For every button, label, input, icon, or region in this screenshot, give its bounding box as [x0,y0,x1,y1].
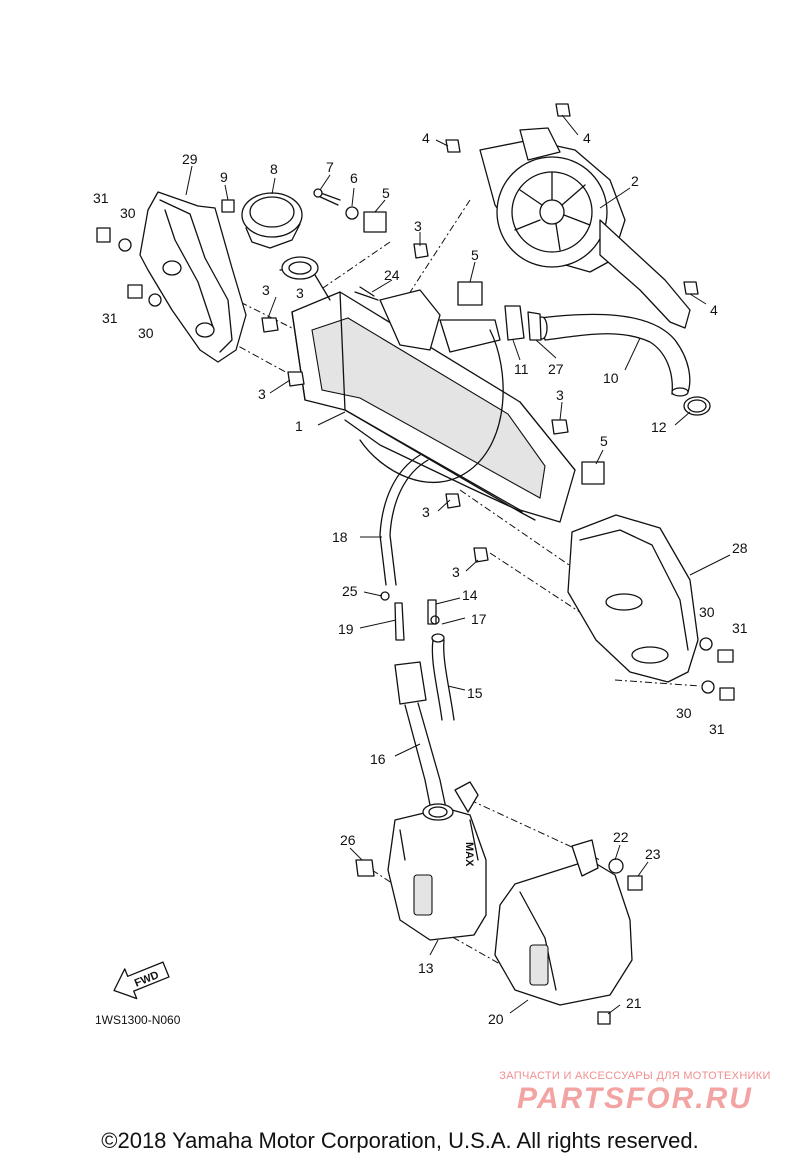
callout-20: 20 [488,1011,504,1027]
diagram-code: 1WS1300-N060 [95,1013,181,1027]
callout-4: 4 [583,130,591,146]
callout-5: 5 [600,433,608,449]
left-shroud [139,191,247,363]
callout-3: 3 [258,386,266,402]
callout-15: 15 [467,685,483,701]
watermark-tagline: ЗАПЧАСТИ И АКСЕССУАРЫ ДЛЯ МОТОТЕХНИКИ [499,1070,771,1082]
cooling-fan [479,127,691,329]
copyright-notice: ©2018 Yamaha Motor Corporation, U.S.A. A… [101,1128,699,1153]
callout-2: 2 [631,173,639,189]
callout-30: 30 [699,604,715,620]
callout-30: 30 [138,325,154,341]
callout-30: 30 [120,205,136,221]
callout-16: 16 [370,751,386,767]
overflow-hoses [379,454,455,821]
callout-8: 8 [270,161,278,177]
callout-27: 27 [548,361,564,377]
callout-5: 5 [471,247,479,263]
callout-3: 3 [556,387,564,403]
callout-21: 21 [626,995,642,1011]
callout-11: 11 [514,361,529,377]
callout-7: 7 [326,159,334,175]
watermark-logo: PARTSFOR.RU [517,1082,753,1115]
callout-6: 6 [350,170,358,186]
reservoir-tank: MAX [387,781,487,941]
callout-28: 28 [732,540,748,556]
callout-24: 24 [384,267,400,283]
callout-4: 4 [710,302,718,318]
hardware [96,103,735,1025]
callout-1: 1 [295,418,303,434]
right-shroud [567,514,699,683]
callout-29: 29 [182,151,198,167]
callout-9: 9 [220,169,228,185]
tank-cover [494,839,633,1006]
callout-31: 31 [709,721,725,737]
callout-22: 22 [613,829,629,845]
radiator [279,269,576,523]
callout-31: 31 [102,310,118,326]
callout-13: 13 [418,960,434,976]
callout-3: 3 [296,285,304,301]
callout-3: 3 [262,282,270,298]
forward-arrow: FWD [113,961,170,1000]
callout-10: 10 [603,370,619,386]
callout-labels: 1 2 3 3 3 3 3 3 3 4 4 4 5 5 5 6 7 8 9 10… [93,130,748,1027]
callout-17: 17 [471,611,487,627]
callout-25: 25 [342,583,358,599]
callout-3: 3 [452,564,460,580]
callout-3: 3 [414,218,422,234]
tank-max-mark: MAX [463,842,475,867]
callout-31: 31 [93,190,109,206]
callout-12: 12 [651,419,667,435]
callout-14: 14 [462,587,478,603]
callout-26: 26 [340,832,356,848]
callout-30: 30 [676,705,692,721]
leader-lines [185,114,731,1015]
callout-18: 18 [332,529,348,545]
radiator-cap [241,192,319,280]
callout-4: 4 [422,130,430,146]
callout-3: 3 [422,504,430,520]
callout-31: 31 [732,620,748,636]
hose-clamps [504,305,711,416]
callout-19: 19 [338,621,354,637]
callout-23: 23 [645,846,661,862]
callout-5: 5 [382,185,390,201]
